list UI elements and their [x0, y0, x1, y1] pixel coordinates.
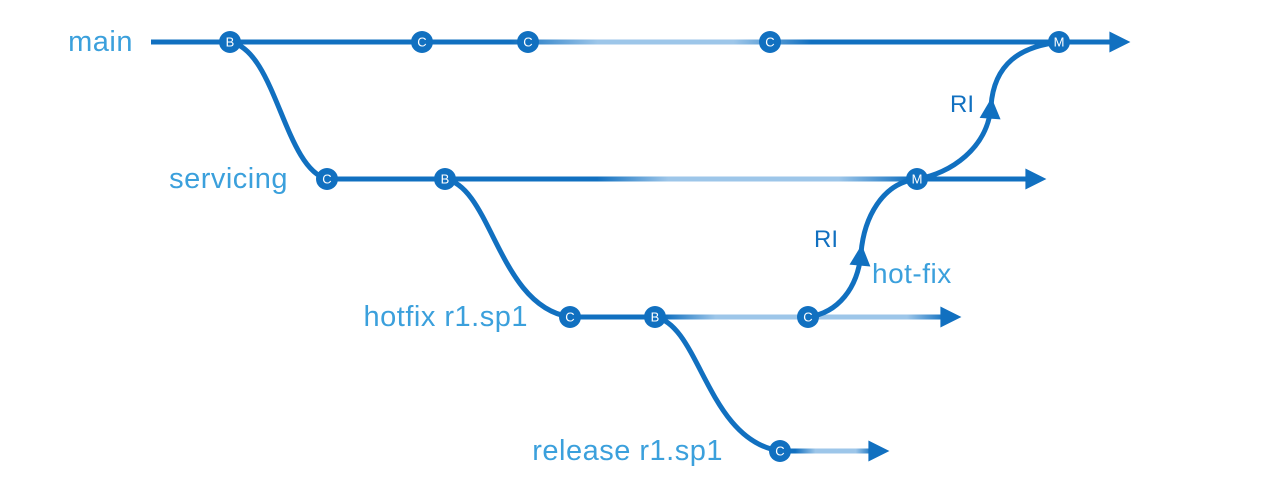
ri-label-upper: RI	[950, 91, 974, 118]
merge-node	[1048, 31, 1070, 53]
branch-label-hotfix: hotfix r1.sp1	[364, 301, 528, 333]
merge-node	[906, 168, 928, 190]
main-branch-nodes: B C C C M	[219, 31, 1070, 53]
commit-node	[316, 168, 338, 190]
merge-node-letter: M	[912, 172, 923, 187]
commit-node	[769, 440, 791, 462]
hotfix-annotation-label: hot-fix	[872, 258, 952, 289]
commit-node-letter: C	[322, 172, 331, 187]
branch-curve-servicing-to-hotfix	[444, 176, 571, 320]
branch-node-letter: B	[651, 310, 660, 325]
commit-node-letter: C	[765, 35, 774, 50]
commit-node-letter: C	[417, 35, 426, 50]
branch-curve-main-to-servicing	[229, 39, 328, 182]
hotfix-branch-nodes: C B C	[559, 306, 819, 328]
branch-node	[644, 306, 666, 328]
merge-node-letter: M	[1054, 35, 1065, 50]
servicing-branch-nodes: C B M	[316, 168, 928, 190]
branch-label-main: main	[68, 26, 133, 58]
commit-node-letter: C	[775, 444, 784, 459]
branch-node	[219, 31, 241, 53]
branch-node-letter: B	[226, 35, 235, 50]
commit-node-letter: C	[565, 310, 574, 325]
ri-arrow-servicing-to-main	[916, 97, 1001, 182]
commit-node	[559, 306, 581, 328]
commit-node	[517, 31, 539, 53]
branch-label-release: release r1.sp1	[532, 435, 723, 467]
ri-label-lower: RI	[814, 226, 838, 253]
commit-node-letter: C	[523, 35, 532, 50]
commit-node	[411, 31, 433, 53]
ri-curve-hotfix-to-servicing-upper	[858, 176, 918, 254]
release-branch-nodes: C	[769, 440, 791, 462]
branch-curve-hotfix-to-release	[654, 314, 781, 454]
commit-node	[759, 31, 781, 53]
commit-node-letter: C	[803, 310, 812, 325]
branch-node	[434, 168, 456, 190]
branch-node-letter: B	[441, 172, 450, 187]
branch-label-servicing: servicing	[169, 163, 288, 195]
commit-node	[797, 306, 819, 328]
ri-curve-servicing-to-main-upper	[988, 39, 1062, 107]
ri-arrow-hotfix-to-servicing	[807, 244, 871, 320]
